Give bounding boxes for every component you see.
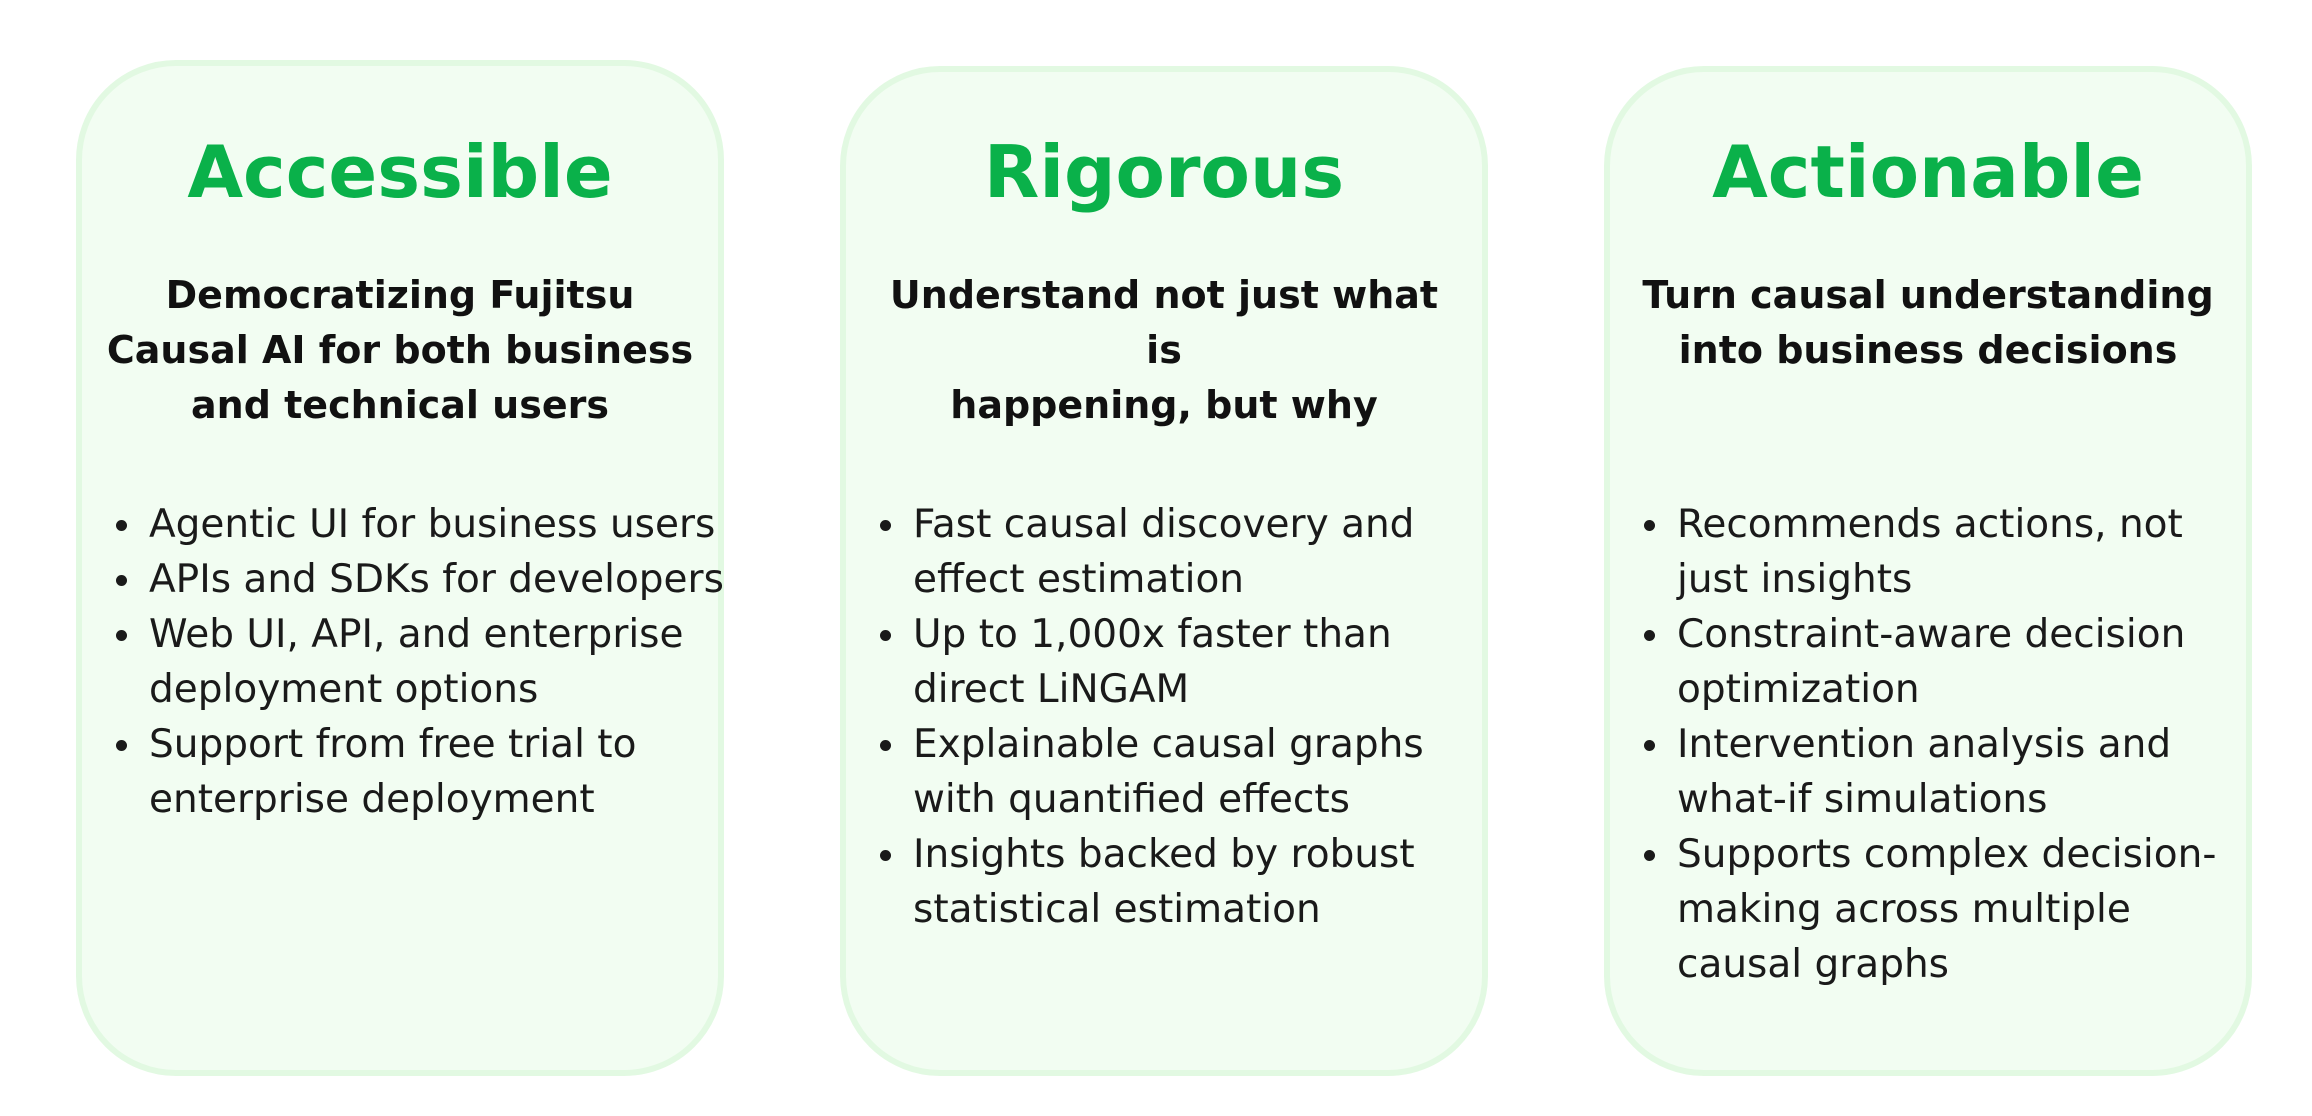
bullet-item: Supports complex decision-making across …: [1610, 827, 2216, 992]
card-title: Accessible: [187, 130, 613, 214]
bullet-item: Agentic UI for business users: [82, 497, 724, 552]
bullet-list: Agentic UI for business users APIs and S…: [82, 497, 724, 827]
card-title: Actionable: [1712, 130, 2144, 214]
card-title: Rigorous: [983, 130, 1345, 214]
bullet-item: APIs and SDKs for developers: [82, 552, 724, 607]
